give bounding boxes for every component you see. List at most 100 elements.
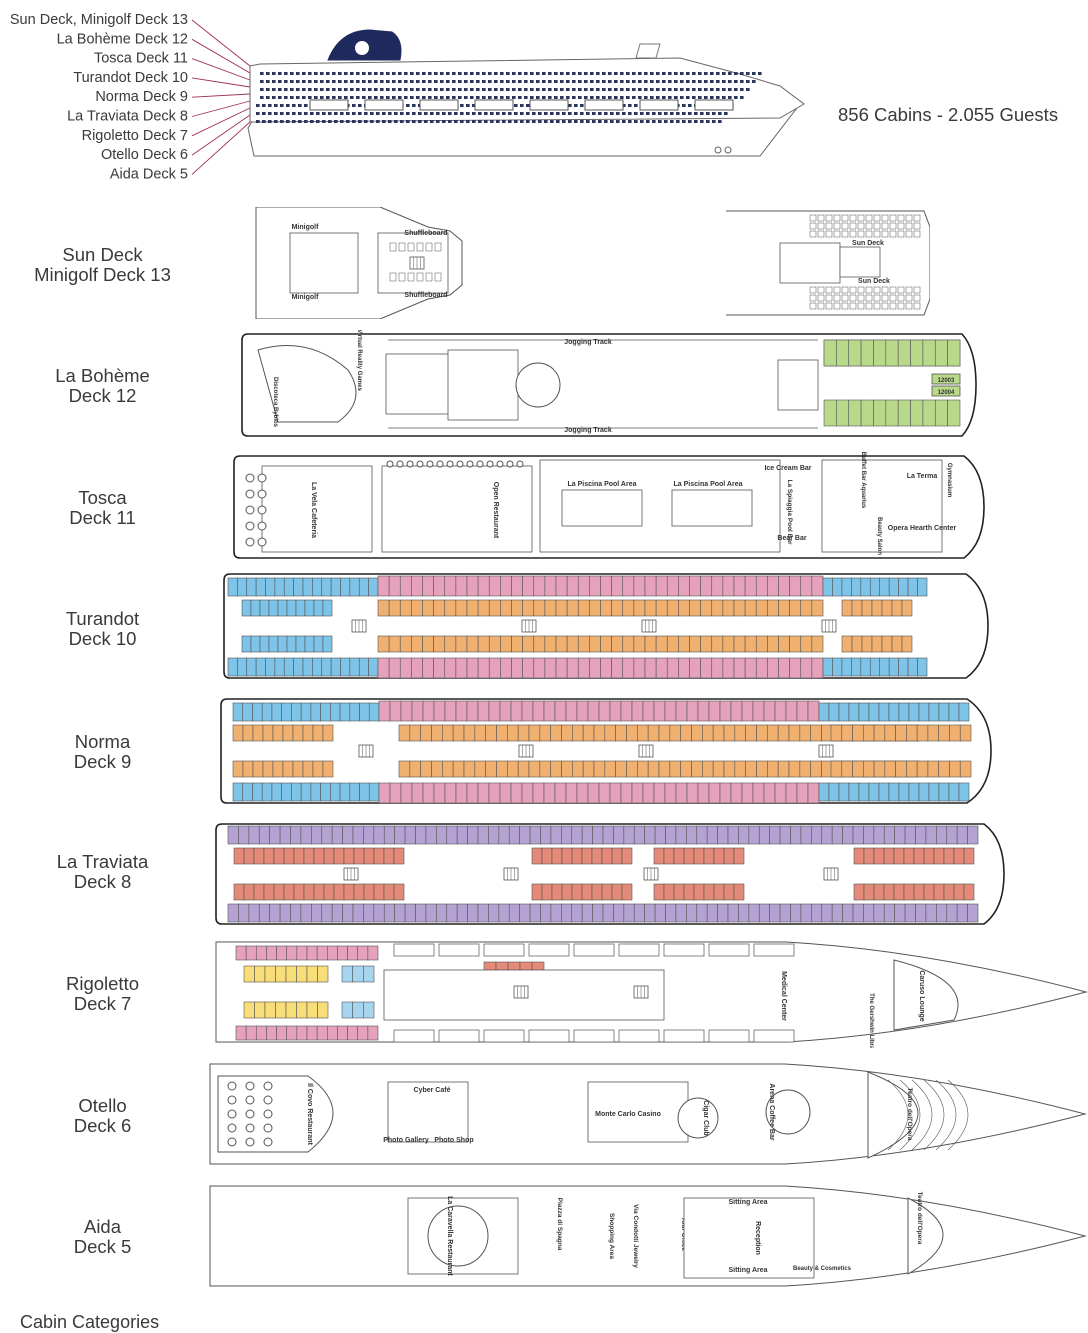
sun-lounger <box>913 230 921 238</box>
cabin <box>832 657 843 677</box>
ship-window <box>722 88 726 91</box>
cabin <box>665 903 677 923</box>
lifeboat <box>528 1029 570 1043</box>
cabin <box>477 825 489 845</box>
cabin <box>252 760 264 778</box>
ship-window <box>314 88 318 91</box>
cabin <box>828 702 840 722</box>
ship-window <box>668 96 672 99</box>
cabin <box>767 575 779 597</box>
ship-window <box>424 120 428 123</box>
cabin <box>264 1001 276 1019</box>
ship-window <box>460 104 464 107</box>
ship-window <box>634 112 638 115</box>
cabin <box>888 657 899 677</box>
ship-window <box>512 80 516 83</box>
cabin <box>304 635 315 653</box>
cabin <box>347 945 359 961</box>
ship-window <box>310 112 314 115</box>
ship-window <box>638 80 642 83</box>
deck-furniture <box>425 242 433 252</box>
cabin <box>680 724 692 742</box>
cabin <box>276 1025 288 1041</box>
cabin <box>733 657 746 679</box>
beauty-cosmetics-label: Beauty & Cosmetics <box>793 1266 852 1272</box>
ship-window <box>340 112 344 115</box>
cabin <box>313 635 324 653</box>
ship-window <box>514 104 518 107</box>
cabin <box>838 782 850 802</box>
sun-lounger <box>913 294 921 302</box>
ship-window <box>530 72 534 75</box>
deck-plan-10 <box>223 573 989 679</box>
cabin <box>644 575 657 597</box>
cabin <box>561 903 573 923</box>
cabin <box>415 903 427 923</box>
sun-lounger <box>905 294 913 302</box>
ship-window <box>662 88 666 91</box>
theatre-label: Teatro dell'Opera <box>906 1088 913 1141</box>
cabin <box>873 760 886 778</box>
cabin <box>916 760 929 778</box>
cabin <box>908 782 920 802</box>
ship-window <box>566 80 570 83</box>
ship-window <box>734 80 738 83</box>
ship-window <box>434 88 438 91</box>
cabin <box>496 724 508 742</box>
cabin <box>897 399 911 427</box>
cabin <box>232 760 244 778</box>
cabin <box>282 760 294 778</box>
cabin <box>620 782 633 804</box>
cabin <box>544 575 557 597</box>
ship-window <box>332 80 336 83</box>
lifeboat <box>528 943 570 957</box>
sun-lounger <box>809 230 817 238</box>
cabin <box>851 657 862 677</box>
sun-lounger <box>873 302 881 310</box>
cabin <box>828 782 840 802</box>
cabin <box>869 657 881 677</box>
cabin <box>544 599 557 617</box>
cabin <box>283 847 295 865</box>
ship-window <box>620 80 624 83</box>
ship-window <box>728 96 732 99</box>
ship-window <box>262 120 266 123</box>
ship-window <box>508 112 512 115</box>
cabin <box>898 782 910 802</box>
ship-window <box>352 112 356 115</box>
cabin <box>322 724 334 742</box>
ship-window <box>590 80 594 83</box>
cigar-club-area <box>677 1097 719 1139</box>
cabin <box>388 599 401 617</box>
cabin <box>948 782 960 802</box>
ship-window <box>316 112 320 115</box>
ship-window <box>302 80 306 83</box>
cabin <box>811 657 824 679</box>
cabin <box>958 782 970 802</box>
cabin <box>303 883 315 901</box>
cabin <box>591 883 603 901</box>
cabin <box>601 883 613 901</box>
cabin <box>913 847 925 865</box>
ship-window <box>352 104 356 107</box>
cabin <box>873 399 887 427</box>
cabin <box>811 599 824 617</box>
cabin <box>680 760 692 778</box>
cabin <box>393 847 405 865</box>
sun-lounger <box>913 222 921 230</box>
ship-window <box>392 72 396 75</box>
sun-lounger <box>889 222 897 230</box>
deck-furniture <box>389 242 397 252</box>
cabin <box>738 825 750 845</box>
table <box>396 460 404 468</box>
ship-window <box>280 120 284 123</box>
cabin <box>431 724 443 742</box>
cabin <box>296 945 308 961</box>
ship-window <box>292 120 296 123</box>
ship-window <box>350 88 354 91</box>
table <box>245 1081 255 1091</box>
table <box>446 460 454 468</box>
cabin <box>411 782 424 804</box>
